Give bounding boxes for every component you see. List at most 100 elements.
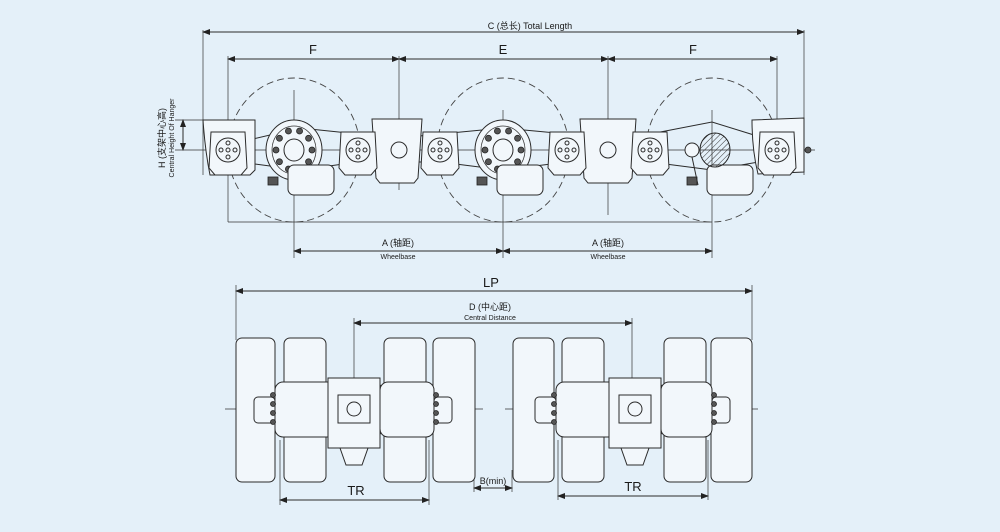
bolt <box>444 147 450 153</box>
bolt <box>647 147 653 153</box>
wheel-stud <box>711 419 717 425</box>
lp-label: LP <box>483 275 499 290</box>
f-left-label: F <box>309 42 317 57</box>
bolt <box>437 154 443 160</box>
min-gap-label: B(min) <box>480 476 507 486</box>
slack-adjuster <box>686 176 698 186</box>
brake-chamber <box>496 164 544 196</box>
pivot-bolt <box>390 141 408 159</box>
bolt <box>355 140 361 146</box>
wheel-stud <box>711 401 717 407</box>
wheel-stud <box>551 419 557 425</box>
hanger-height-en-label: Central Height Of Hanger <box>169 98 176 178</box>
brake-chamber <box>706 164 754 196</box>
hanger-foot <box>620 447 650 466</box>
bolt <box>557 147 563 153</box>
bolt <box>647 140 653 146</box>
wheelbase-2-label: A (轴距) <box>592 237 624 248</box>
wheelbase-1-label: A (轴距) <box>382 237 414 248</box>
brake-drum <box>379 381 435 438</box>
wheel-stud <box>514 158 521 166</box>
slack-adjuster <box>476 176 488 186</box>
bolt <box>355 154 361 160</box>
bolt <box>225 154 231 160</box>
track-right-label: TR <box>624 479 641 494</box>
f-right-label: F <box>689 42 697 57</box>
hub-cap <box>711 396 731 424</box>
central-distance-en-label: Central Distance <box>464 315 516 322</box>
bolt <box>564 147 570 153</box>
bolt <box>774 154 780 160</box>
wheel-stud <box>711 392 717 398</box>
bolt <box>654 147 660 153</box>
wheel-stud <box>551 401 557 407</box>
bolt <box>571 147 577 153</box>
wheel-stud <box>270 392 276 398</box>
wheel-stud <box>551 410 557 416</box>
wheel-stud <box>433 419 439 425</box>
axle-assemblies <box>235 337 753 483</box>
wheel-stud <box>433 410 439 416</box>
wheel-stud <box>285 127 292 135</box>
wheel-stud <box>485 134 492 142</box>
wheel-stud <box>514 134 521 142</box>
bolt <box>348 147 354 153</box>
bolt <box>767 147 773 153</box>
wheel-stud <box>517 146 525 154</box>
wheel-stud <box>505 127 512 135</box>
bolt <box>218 147 224 153</box>
bolt <box>225 147 231 153</box>
wheelbase-1-en-label: Wheelbase <box>380 254 415 261</box>
side-view: C (总长) Total Length F E F A (轴距) Wheelba… <box>156 20 815 261</box>
equalizer-plates <box>208 131 797 176</box>
wheel-stud <box>494 127 501 135</box>
axle-section <box>699 132 731 168</box>
wheel-stud <box>276 134 283 142</box>
hub-cap <box>534 396 557 424</box>
wheel-stud <box>270 401 276 407</box>
wheel-stud <box>305 158 312 166</box>
wheel-stud <box>270 410 276 416</box>
bolt <box>355 147 361 153</box>
bolt <box>362 147 368 153</box>
brake-chamber <box>287 164 335 196</box>
wheel-stud <box>305 134 312 142</box>
bolt <box>647 154 653 160</box>
bolt <box>225 140 231 146</box>
wheel-stud <box>296 127 303 135</box>
bolt <box>564 140 570 146</box>
wheel-stud <box>485 158 492 166</box>
bolt <box>437 140 443 146</box>
track-left-label: TR <box>347 483 364 498</box>
total-length-label: C (总长) Total Length <box>488 20 572 31</box>
wheel-stud <box>433 401 439 407</box>
bolt <box>430 147 436 153</box>
total-length-cn: C (总长) <box>488 20 521 31</box>
hub-cap <box>283 138 305 162</box>
bolt <box>640 147 646 153</box>
wheel-stud <box>481 146 489 154</box>
lift-arm <box>691 156 699 186</box>
lift-pivot <box>684 142 700 158</box>
e-label: E <box>499 42 508 57</box>
hub-cap <box>433 396 453 424</box>
brake-drum <box>660 381 713 438</box>
wheel-stud <box>308 146 316 154</box>
wheel-hubs <box>265 119 532 181</box>
wheelbase-2-en-label: Wheelbase <box>590 254 625 261</box>
hanger-foot <box>339 447 369 466</box>
hub-cap <box>492 138 514 162</box>
bolt <box>781 147 787 153</box>
central-distance-label: D (中心距) <box>469 301 511 312</box>
wheel-stud <box>711 410 717 416</box>
top-view: LP D (中心距) Central Distance TR TR B(min) <box>225 275 758 505</box>
hanger-height-label: H (支架中心高) <box>156 108 167 168</box>
wheel-stud <box>276 158 283 166</box>
bolt <box>774 147 780 153</box>
bolt <box>774 140 780 146</box>
bolt <box>437 147 443 153</box>
end-bolt <box>804 146 812 154</box>
pivot-bolt <box>599 141 617 159</box>
